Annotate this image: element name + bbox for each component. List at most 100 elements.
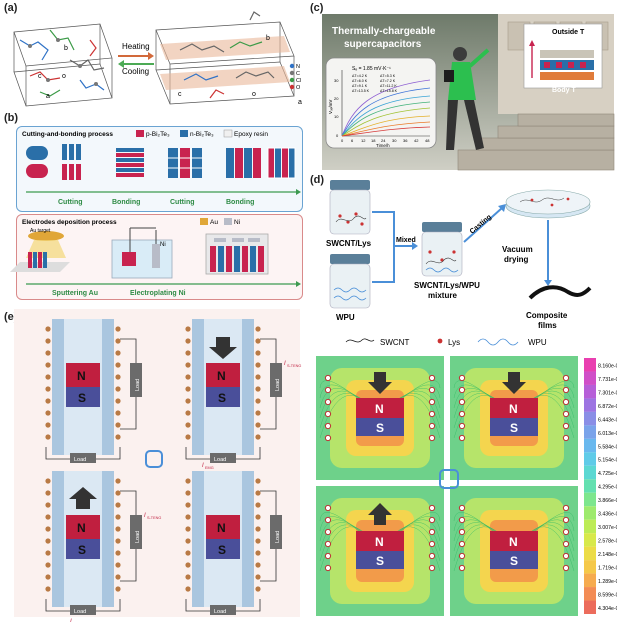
coil-dot xyxy=(45,562,51,568)
coil-dot xyxy=(115,586,121,592)
coil-dot xyxy=(185,422,191,428)
colorbar-tick-label: 8.599e-002 xyxy=(598,592,617,598)
mixed-label: Mixed xyxy=(396,237,416,244)
composite-film-fabrication: SWCNT/Lys WPU Mixed SWCNT/Lys/WPU mixtur… xyxy=(316,180,617,616)
arrow-down-icon xyxy=(502,372,526,394)
coil-dot xyxy=(185,374,191,380)
svg-text:ΔT=6.0 K: ΔT=6.0 K xyxy=(352,79,368,83)
composite-label-2: films xyxy=(538,321,557,330)
stairs xyxy=(457,113,615,171)
mixture-label-1: SWCNT/Lys/WPU xyxy=(414,281,480,290)
step-bonding-1: Bonding xyxy=(112,199,140,206)
final-te-module xyxy=(205,233,269,275)
inset-xlabel: Time/h xyxy=(376,143,390,148)
colorbar-tick-label: 8.160e-001 xyxy=(598,363,617,369)
right-unit-cell xyxy=(155,21,295,105)
magnet-north xyxy=(66,363,100,387)
magnet-north xyxy=(356,531,404,551)
supercapacitor-title-2: supercapacitors xyxy=(344,39,422,50)
colorbar-swatch xyxy=(584,560,596,574)
magnet-south xyxy=(66,539,100,559)
colorbar-tick-label: 2.148e-001 xyxy=(598,552,617,558)
load-box-bottom xyxy=(70,605,96,615)
magnet-s-label: S xyxy=(510,554,518,568)
coil-dot xyxy=(255,410,261,416)
coil-dot xyxy=(185,386,191,392)
magnet-n-label: N xyxy=(375,402,384,416)
colorbar: 8.160e-0017.731e-0017.301e-0016.872e-001… xyxy=(584,358,617,614)
load-label: Load xyxy=(275,531,281,543)
current-steng-label: I xyxy=(144,513,146,519)
step-sputtering: Sputtering Au xyxy=(52,290,98,297)
cut-slices xyxy=(62,144,81,180)
arrow-up-icon xyxy=(69,487,97,509)
inset-seebeck: Sₑ = 1.85 mV·K⁻¹ xyxy=(352,66,391,72)
coil-dot xyxy=(255,326,261,332)
coil-dot xyxy=(185,350,191,356)
coil-dot xyxy=(255,574,261,580)
legend-ni: Ni xyxy=(234,219,240,226)
outside-t-label: Outside T xyxy=(552,29,585,36)
swcnt-lys-label: SWCNT/Lys xyxy=(326,239,372,248)
svg-text:ΔT=7.2 K: ΔT=7.2 K xyxy=(380,79,396,83)
coil-dot xyxy=(115,326,121,332)
step-cutting-1: Cutting xyxy=(58,199,83,206)
final-module xyxy=(267,147,296,179)
coil-dot xyxy=(115,526,121,532)
cut-stack xyxy=(168,148,202,178)
coil-dot xyxy=(185,398,191,404)
element-legend: N C Cl O xyxy=(289,63,301,91)
magnet-north xyxy=(490,398,538,418)
au-target-label: Au target xyxy=(30,228,51,234)
coil-dot xyxy=(255,374,261,380)
magnet-south xyxy=(356,418,404,436)
magnet-n-label: N xyxy=(509,535,518,549)
magnet-north xyxy=(66,515,100,539)
coil-dot xyxy=(115,374,121,380)
casting-label: Casting xyxy=(469,214,493,236)
coil-dot xyxy=(115,538,121,544)
current-steng-sub: S-TENG xyxy=(147,516,161,520)
svg-text:SWCNT: SWCNT xyxy=(380,338,409,347)
step-bonding-2: Bonding xyxy=(226,199,254,206)
panel-d-label: (d) xyxy=(310,174,325,186)
load-box-side xyxy=(270,515,282,549)
electroplating-bath xyxy=(111,227,173,279)
coil-dot xyxy=(115,350,121,356)
colorbar-swatch xyxy=(584,425,596,439)
coil-dot xyxy=(45,374,51,380)
coil-dot xyxy=(255,490,261,496)
colorbar-tick-label: 5.584e-001 xyxy=(598,444,617,450)
bonded-stack xyxy=(116,148,144,177)
current-steng-label: I xyxy=(284,361,286,367)
coil-dot xyxy=(255,478,261,484)
mixture-label-2: mixture xyxy=(428,291,457,300)
axis-o-right: o xyxy=(252,91,256,98)
magnet-n-label: N xyxy=(509,402,518,416)
coil-dot xyxy=(115,362,121,368)
coil-dot xyxy=(185,502,191,508)
colorbar-swatch xyxy=(584,573,596,588)
panel-d: (d) SWCNT/Lys WPU Mixed xyxy=(308,172,617,622)
magnet-n-label: N xyxy=(77,521,86,535)
axis-a-left: a xyxy=(46,93,50,100)
colorbar-tick-label: 7.731e-001 xyxy=(598,377,617,383)
magnet-s-label: S xyxy=(376,554,384,568)
axis-o-left: o xyxy=(62,73,66,80)
cycle-icon xyxy=(439,469,459,489)
coil-dot xyxy=(115,434,121,440)
coil-dot xyxy=(185,514,191,520)
colorbar-tick-label: 6.872e-001 xyxy=(598,404,617,410)
svg-text:O: O xyxy=(296,85,301,91)
checker-module xyxy=(226,148,261,178)
coil-dot xyxy=(255,538,261,544)
magnet-s-label: S xyxy=(510,421,518,435)
coil-dot xyxy=(115,562,121,568)
coil-dot xyxy=(255,350,261,356)
colorbar-swatch xyxy=(584,358,596,372)
colorbar-swatch xyxy=(584,519,596,534)
heating-cooling-arrows xyxy=(118,52,154,68)
svg-text:12: 12 xyxy=(361,138,366,143)
magnet-south xyxy=(356,551,404,569)
